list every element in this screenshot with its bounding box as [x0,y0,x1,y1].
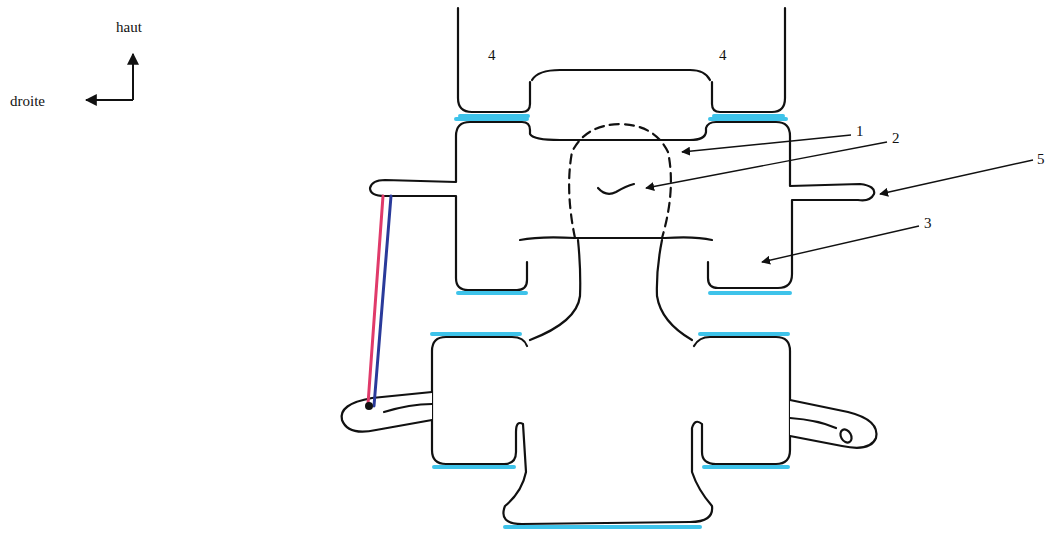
vein [374,196,391,406]
orientation-arrows [86,54,133,100]
up-arrow [132,54,134,100]
foramen-dot [365,402,373,410]
callout-number: 4 [488,46,496,64]
direction-label: droite [10,92,45,110]
transverse-process-loop [384,404,432,412]
vertebra-outlines [342,8,877,524]
callout-number: 2 [892,129,900,147]
spinous-process [657,240,692,340]
upper-vertebra [712,8,785,112]
cartilage-line [458,291,790,295]
transverse-process-loop [790,418,836,428]
small-structure [598,184,634,194]
cartilage-line [434,465,788,469]
direction-label: haut [116,18,142,36]
hidden-spinous-outline [569,124,671,238]
foramen [838,427,854,444]
right-arrow [86,99,133,101]
transverse-process-loop [790,400,876,448]
lamina-edge [520,237,712,240]
cartilage-line [456,117,786,121]
callout-number: 1 [856,122,864,140]
vessels [365,196,391,410]
leader-line [682,135,851,152]
upper-vertebra [532,70,710,80]
spinous-process [530,240,580,340]
leader-lines [646,135,1033,262]
callout-number: 3 [924,214,932,232]
leader-line [762,226,919,262]
transverse-process-loop [342,392,432,432]
callout-number: 5 [1037,150,1045,168]
cartilage-line [432,332,788,336]
articular-cartilage [432,116,790,527]
leader-line [646,142,887,188]
upper-vertebra [458,8,530,112]
middle-vertebra [370,122,874,290]
callout-number: 4 [719,46,727,64]
lower-vertebra [432,337,790,524]
leader-line [880,160,1033,194]
cartilage-line [505,525,700,529]
